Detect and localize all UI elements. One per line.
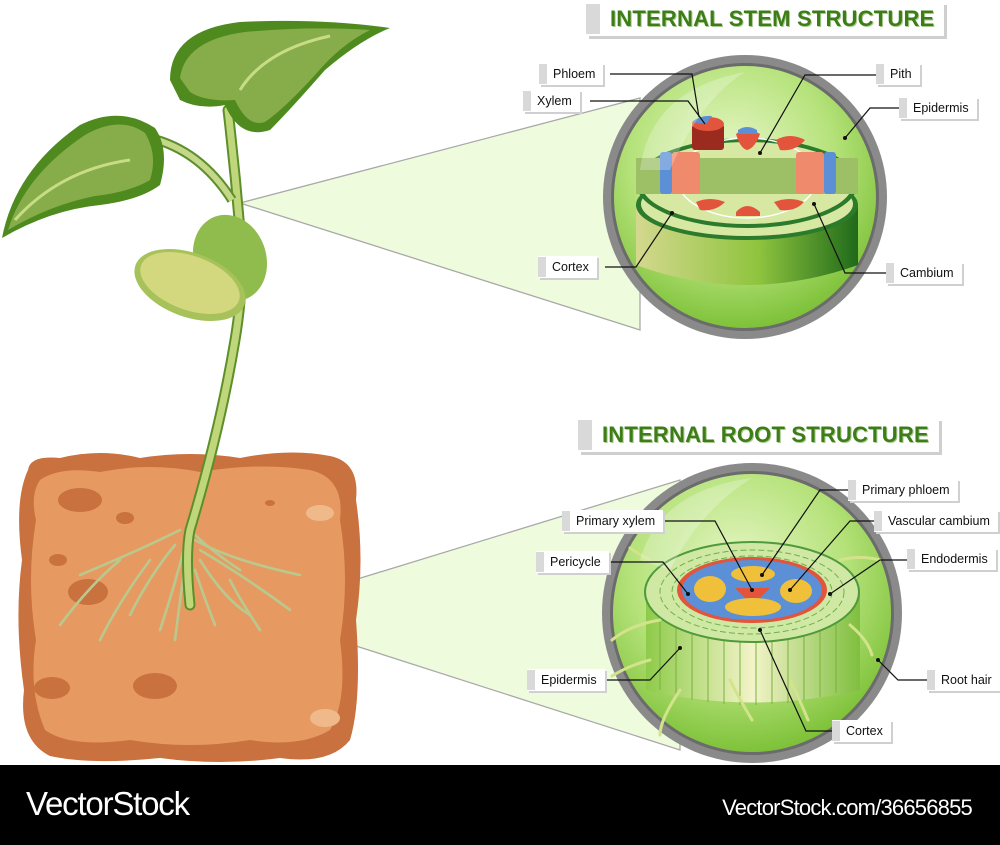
stem-section-title: INTERNAL STEM STRUCTURE [586,2,945,36]
brand-logo-text: VectorStock [26,785,190,822]
stem-label-pith: Pith [876,63,920,85]
stem-leader-lines [590,73,899,274]
stem-label-epidermis: Epidermis [899,97,977,119]
root-label-primary-xylem: Primary xylem [562,510,664,532]
stem-label-xylem: Xylem [523,90,580,112]
root-leader-dots [678,573,880,662]
root-label-root-hair: Root hair [927,669,1000,691]
image-reference: VectorStock.com/36656855 [722,795,973,820]
root-label-epidermis: Epidermis [527,669,605,691]
root-label-endodermis: Endodermis [907,548,996,570]
root-leader-lines [600,489,927,732]
stem-leader-dots [670,136,847,215]
root-label-vascular-cambium: Vascular cambium [874,510,998,532]
title-tab-decoration [586,4,600,34]
stem-magnifier [603,55,887,339]
leaves [2,20,390,322]
root-label-primary-phloem: Primary phloem [848,479,958,501]
stem-label-phloem: Phloem [539,63,604,85]
root-magnifier [602,463,902,763]
root-label-cortex: Cortex [832,720,891,742]
plant-diagram [2,20,927,763]
stem-label-cambium: Cambium [886,262,962,284]
watermark-footer: VectorStock VectorStock.com/36656855 [0,765,1000,845]
root-label-pericycle: Pericycle [536,551,609,573]
stem-zoom-cone [237,97,641,331]
root-section-title: INTERNAL ROOT STRUCTURE [578,418,939,452]
title-tab-decoration [578,420,592,450]
stem-label-cortex: Cortex [538,256,597,278]
